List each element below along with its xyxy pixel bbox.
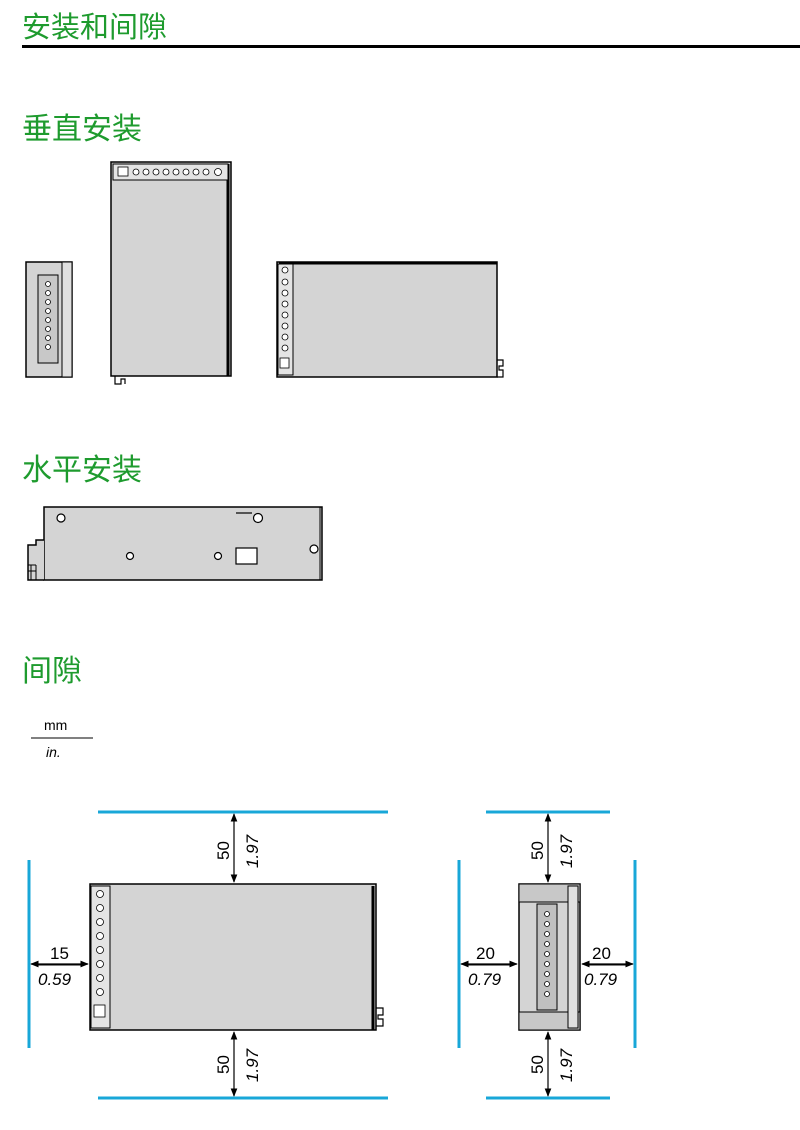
section-heading-vertical-mounting: 垂直安装 [22,112,142,147]
horizontal-mounting-figure [27,506,323,581]
section-heading-horizontal-mounting: 水平安装 [22,453,142,488]
dim-bottom-in: 1.97 [243,1048,262,1082]
dim-top-mm: 50 [214,841,233,860]
page-title: 安装和间隙 [22,10,168,44]
dim-top-in: 1.97 [243,834,262,868]
dim-narrow-bottom-mm: 50 [528,1055,547,1074]
dim-narrow-top-in: 1.97 [557,834,576,868]
dim-narrow-bottom-in: 1.97 [557,1048,576,1082]
dim-narrow-right-in: 0.79 [584,970,618,989]
clearance-diagram: mm in. 50 1.97 50 1.97 15 0.59 [27,717,637,1100]
vertical-mounting-figure [25,161,504,385]
device-front-view-rotated [276,261,504,378]
clearance-front-view: 50 1.97 50 1.97 15 0.59 [27,810,388,1100]
dim-left-in: 0.59 [38,970,72,989]
dim-narrow-right-mm: 20 [592,944,611,963]
unit-in-label: in. [46,744,61,760]
clearance-side-view: 50 1.97 50 1.97 20 0.79 20 0.79 [457,810,637,1100]
dim-left-mm: 15 [50,944,69,963]
dim-narrow-left-mm: 20 [476,944,495,963]
device-front-view-vertical [110,161,232,385]
device-side-view [25,261,73,378]
dim-narrow-top-mm: 50 [528,841,547,860]
unit-mm-label: mm [44,717,67,733]
dim-narrow-left-in: 0.79 [468,970,502,989]
title-underline [22,45,800,48]
units-legend: mm in. [31,717,93,760]
dim-bottom-mm: 50 [214,1055,233,1074]
section-heading-clearance: 间隙 [22,654,82,689]
